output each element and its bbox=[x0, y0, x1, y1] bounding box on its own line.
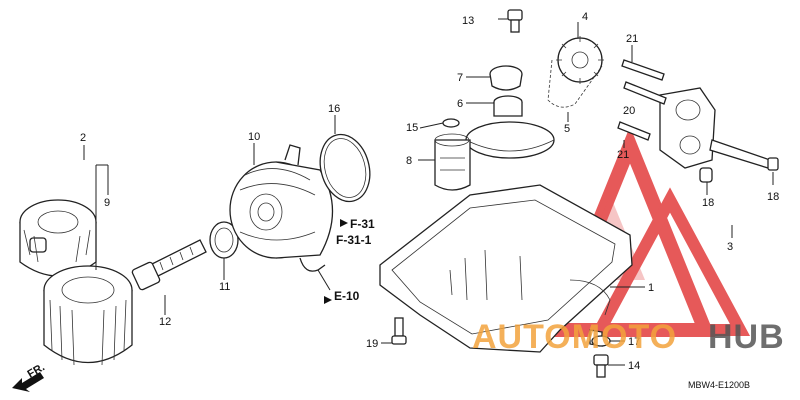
callout-4: 4 bbox=[582, 11, 588, 23]
bolt-19 bbox=[391, 317, 407, 345]
callout-19: 19 bbox=[366, 338, 378, 350]
callout-2: 2 bbox=[80, 132, 86, 144]
callout-7: 7 bbox=[457, 72, 463, 84]
relief-valve bbox=[434, 133, 471, 191]
o-ring-16 bbox=[319, 133, 371, 203]
ref-f31: F-31 bbox=[350, 217, 375, 231]
callout-21-lower: 21 bbox=[617, 149, 629, 161]
drain-bolt bbox=[593, 354, 609, 378]
oil-filter bbox=[19, 199, 97, 277]
callout-8: 8 bbox=[406, 155, 412, 167]
drive-chain bbox=[547, 59, 603, 108]
callout-18-left: 18 bbox=[702, 197, 714, 209]
strainer-cap bbox=[489, 65, 523, 91]
callout-5: 5 bbox=[564, 123, 570, 135]
leader-lines bbox=[83, 18, 774, 366]
callout-10: 10 bbox=[248, 131, 260, 143]
callout-18-right: 18 bbox=[767, 191, 779, 203]
callout-21-upper: 21 bbox=[626, 33, 638, 45]
oil-pump-sprocket bbox=[556, 36, 604, 84]
oil-filter-body bbox=[43, 265, 133, 366]
callout-11: 11 bbox=[219, 281, 230, 293]
front-direction-arrow bbox=[12, 372, 44, 392]
watermark-text-automoto: AUTOMOTO bbox=[472, 318, 677, 356]
callout-9: 9 bbox=[104, 197, 110, 209]
callout-17: 17 bbox=[628, 336, 640, 348]
watermark-text-hub: HUB bbox=[708, 318, 785, 356]
diagram-code: MBW4-E1200B bbox=[688, 380, 750, 390]
ref-arrow-f31 bbox=[340, 219, 348, 227]
oil-pump bbox=[659, 87, 779, 183]
callout-20: 20 bbox=[623, 105, 635, 117]
callout-15: 15 bbox=[406, 122, 418, 134]
collar-15 bbox=[442, 118, 460, 128]
filter-center-bolt bbox=[131, 239, 207, 291]
callout-1: 1 bbox=[648, 282, 654, 294]
callout-12: 12 bbox=[159, 316, 171, 328]
ref-f31-1: F-31-1 bbox=[336, 233, 372, 247]
callout-6: 6 bbox=[457, 98, 463, 110]
oil-cooler bbox=[229, 144, 334, 272]
callout-14: 14 bbox=[628, 360, 640, 372]
callout-13: 13 bbox=[462, 15, 474, 27]
bolts-21-20 bbox=[617, 59, 667, 141]
bolt-13 bbox=[507, 9, 523, 33]
ref-arrow-e10 bbox=[324, 296, 332, 304]
callout-3: 3 bbox=[727, 241, 733, 253]
oil-strainer bbox=[465, 95, 555, 159]
ref-e10: E-10 bbox=[334, 289, 360, 303]
callout-16: 16 bbox=[328, 103, 340, 115]
